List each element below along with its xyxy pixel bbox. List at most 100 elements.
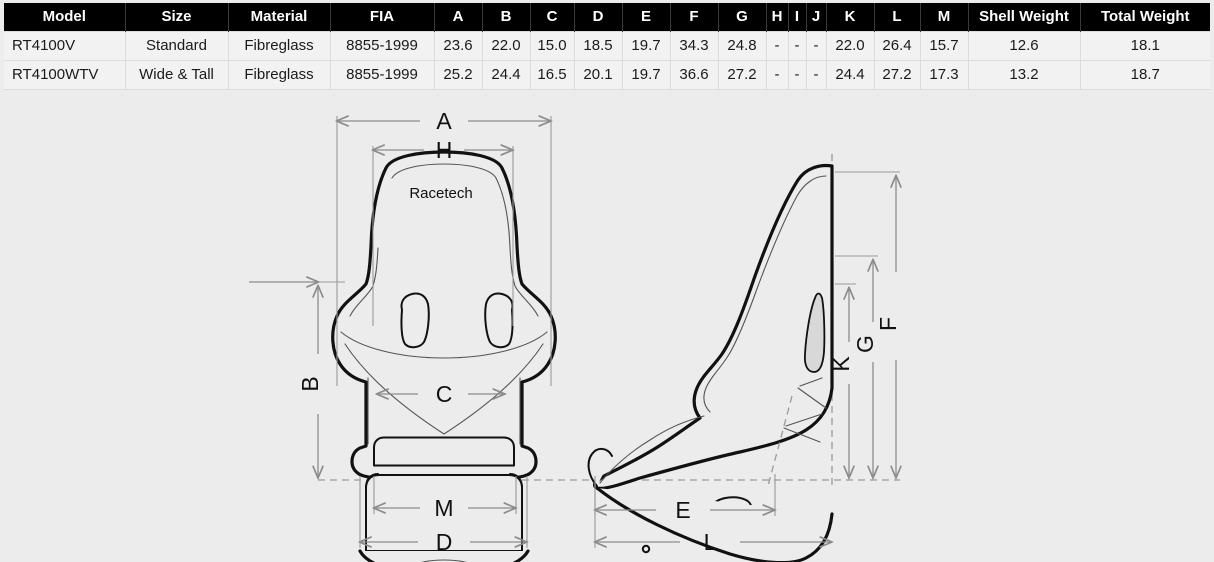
seat-spec-table: Model Size Material FIA A B C D E F G H … xyxy=(4,3,1210,90)
dimension-label-h: H xyxy=(436,137,453,163)
cell-d: 18.5 xyxy=(574,30,623,61)
cell-material: Fibreglass xyxy=(228,60,331,90)
dimension-l: L xyxy=(595,476,832,555)
side-seat-pan-inner-contour xyxy=(599,415,705,484)
dimension-label-e: E xyxy=(675,497,690,523)
cell-k: 22.0 xyxy=(826,30,875,61)
dimension-m: M xyxy=(374,476,516,521)
front-cushion-pan xyxy=(365,474,523,552)
cell-material: Fibreglass xyxy=(228,30,331,61)
cell-k: 24.4 xyxy=(826,60,875,90)
spec-table-container: Model Size Material FIA A B C D E F G H … xyxy=(4,3,1210,90)
table-row: RT4100V Standard Fibreglass 8855-1999 23… xyxy=(4,30,1210,61)
dimension-label-g: G xyxy=(852,335,878,353)
dimension-d: D xyxy=(360,476,527,555)
dimension-label-f: F xyxy=(875,317,901,331)
table-header-row: Model Size Material FIA A B C D E F G H … xyxy=(4,3,1210,31)
dimension-h: H xyxy=(373,137,513,326)
front-inner-upper-panel xyxy=(391,163,539,317)
column-header-g: G xyxy=(718,3,767,31)
cell-h: - xyxy=(766,30,789,61)
seat-dimension-diagram: A H B xyxy=(0,96,1214,562)
column-header-l: L xyxy=(874,3,921,31)
cell-e: 19.7 xyxy=(622,30,671,61)
column-header-f: F xyxy=(670,3,719,31)
cell-h: - xyxy=(766,60,789,90)
cell-f: 34.3 xyxy=(670,30,719,61)
column-header-model: Model xyxy=(4,3,126,31)
dimension-c: C xyxy=(377,381,505,407)
column-header-material: Material xyxy=(228,3,331,31)
front-seat-base xyxy=(358,549,530,562)
front-base-boss xyxy=(421,559,467,562)
cell-a: 25.2 xyxy=(434,60,483,90)
cell-model: RT4100WTV xyxy=(4,60,126,90)
column-header-i: I xyxy=(788,3,807,31)
cell-i: - xyxy=(788,30,807,61)
cell-c: 16.5 xyxy=(530,60,575,90)
dimension-k: K xyxy=(828,283,856,478)
column-header-m: M xyxy=(920,3,969,31)
cell-f: 36.6 xyxy=(670,60,719,90)
column-header-d: D xyxy=(574,3,623,31)
cell-m: 15.7 xyxy=(920,30,969,61)
cell-size: Standard xyxy=(125,30,229,61)
cell-j: - xyxy=(806,60,827,90)
cell-fia: 8855-1999 xyxy=(330,60,435,90)
cell-d: 20.1 xyxy=(574,60,623,90)
dimension-g: G xyxy=(835,255,878,478)
side-back-angle-reference xyxy=(767,395,793,487)
cell-g: 27.2 xyxy=(718,60,767,90)
column-header-j: J xyxy=(806,3,827,31)
cell-c: 15.0 xyxy=(530,30,575,61)
cell-total-weight: 18.7 xyxy=(1080,60,1210,90)
cell-size: Wide & Tall xyxy=(125,60,229,90)
dimension-label-a: A xyxy=(436,108,452,134)
side-bracket-line-1 xyxy=(799,377,823,387)
cell-shell-weight: 12.6 xyxy=(968,30,1081,61)
side-shell-outline xyxy=(593,163,834,490)
column-header-h: H xyxy=(766,3,789,31)
dimension-b: B xyxy=(249,282,345,478)
side-mount-hole-left xyxy=(641,544,651,554)
cell-a: 23.6 xyxy=(434,30,483,61)
side-backrest-inner-contour xyxy=(703,175,827,413)
front-shoulder-sweep xyxy=(340,331,548,359)
front-harness-slot-left xyxy=(400,292,430,349)
cell-i: - xyxy=(788,60,807,90)
cell-model: RT4100V xyxy=(4,30,126,61)
dimension-label-b: B xyxy=(297,376,323,391)
front-harness-slot-right xyxy=(484,292,514,349)
column-header-a: A xyxy=(434,3,483,31)
column-header-b: B xyxy=(482,3,531,31)
dimension-label-m: M xyxy=(434,495,453,521)
cell-e: 19.7 xyxy=(622,60,671,90)
dimension-label-d: D xyxy=(436,529,453,555)
front-back-v-seam xyxy=(344,343,544,435)
column-header-fia: FIA xyxy=(330,3,435,31)
dimension-label-l: L xyxy=(704,529,717,555)
front-seat-squab xyxy=(373,436,515,467)
side-bracket-line-2 xyxy=(797,387,827,409)
cell-g: 24.8 xyxy=(718,30,767,61)
cell-shell-weight: 13.2 xyxy=(968,60,1081,90)
cell-m: 17.3 xyxy=(920,60,969,90)
cell-l: 27.2 xyxy=(874,60,921,90)
side-bracket-line-3 xyxy=(785,413,823,427)
brand-label: Racetech xyxy=(409,185,472,202)
side-front-lip xyxy=(587,448,613,487)
side-view-group: F G K xyxy=(587,154,901,562)
side-bracket-line-4 xyxy=(783,427,821,443)
column-header-c: C xyxy=(530,3,575,31)
column-header-shell-weight: Shell Weight xyxy=(968,3,1081,31)
front-view-group: A H B xyxy=(249,108,557,562)
dimension-label-k: K xyxy=(828,356,854,372)
cell-b: 22.0 xyxy=(482,30,531,61)
dimension-a: A xyxy=(337,108,551,386)
column-header-total-weight: Total Weight xyxy=(1080,3,1210,31)
cell-l: 26.4 xyxy=(874,30,921,61)
cell-total-weight: 18.1 xyxy=(1080,30,1210,61)
column-header-size: Size xyxy=(125,3,229,31)
column-header-e: E xyxy=(622,3,671,31)
